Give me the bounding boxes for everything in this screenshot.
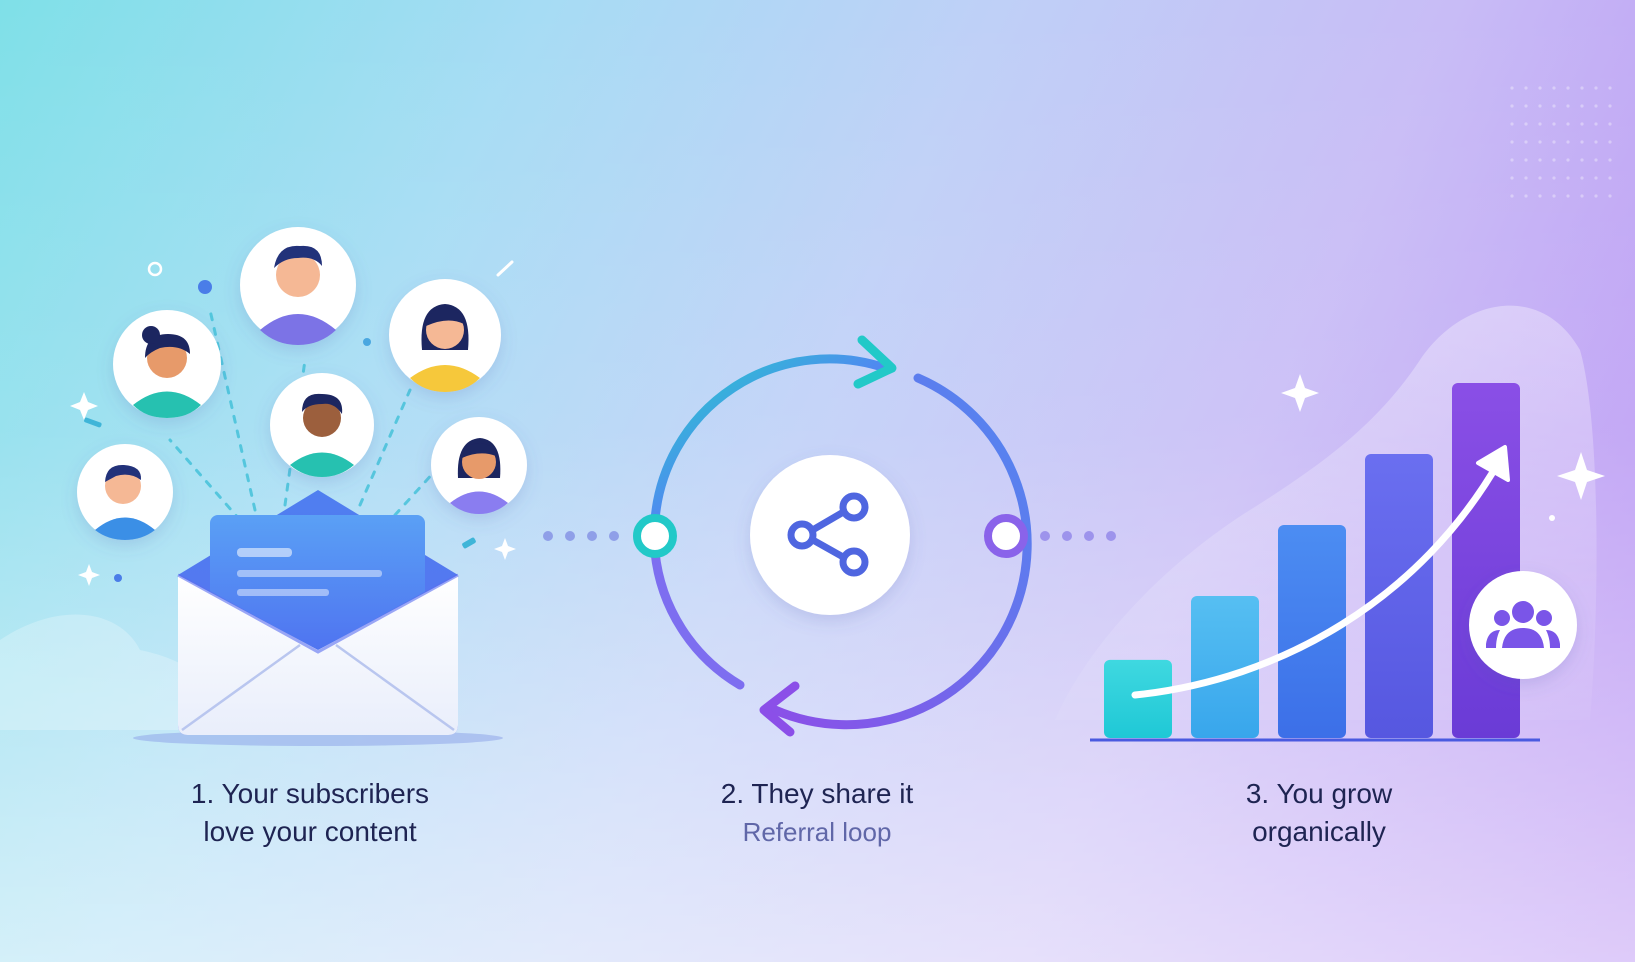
grid-dot	[1566, 176, 1570, 180]
grid-dot	[1524, 140, 1528, 144]
grid-dot	[1566, 158, 1570, 162]
step1-caption: 1. Your subscribers love your content	[100, 775, 520, 851]
grid-dot	[1594, 86, 1598, 90]
grid-dot	[1538, 194, 1542, 198]
grid-dot	[1580, 194, 1584, 198]
grid-dot	[1594, 140, 1598, 144]
grid-dot	[1524, 176, 1528, 180]
subscriber-avatar-icon	[270, 373, 374, 477]
grid-dot	[1524, 86, 1528, 90]
step1-illustration	[0, 227, 527, 746]
grid-dot	[1594, 158, 1598, 162]
grid-dot	[1580, 104, 1584, 108]
grid-dot	[1608, 122, 1612, 126]
grid-dot	[1552, 176, 1556, 180]
subscriber-avatar-icon	[240, 227, 356, 345]
grid-dot	[1510, 86, 1514, 90]
step2-title: 2. They share it	[720, 778, 914, 809]
step1-title-line2: love your content	[203, 816, 417, 847]
grid-dot	[1608, 104, 1612, 108]
subscriber-avatar-icon	[389, 279, 501, 392]
loop-node-right	[984, 514, 1028, 558]
grid-dot	[1510, 122, 1514, 126]
grid-dot	[1524, 194, 1528, 198]
step3-title-line1: 3. You grow	[1245, 778, 1393, 809]
grid-dot	[1538, 176, 1542, 180]
cycle-arrows-icon	[650, 335, 1032, 737]
envelope-icon	[133, 490, 503, 746]
grid-dot	[1580, 176, 1584, 180]
users-icon	[1469, 571, 1577, 679]
grid-dot	[1594, 122, 1598, 126]
grid-dot	[1538, 122, 1542, 126]
grid-dot	[1580, 122, 1584, 126]
grid-dot	[1538, 104, 1542, 108]
growth-bar-4	[1365, 454, 1433, 738]
confetti	[70, 260, 516, 586]
growth-bar-2	[1191, 596, 1259, 738]
step3-caption: 3. You grow organically	[1109, 775, 1529, 851]
grid-dot	[1510, 140, 1514, 144]
grid-dot	[1524, 122, 1528, 126]
grid-dot	[1552, 194, 1556, 198]
connector-dots-left	[543, 531, 619, 541]
grid-dot	[1580, 86, 1584, 90]
grid-dot	[1566, 194, 1570, 198]
grid-dot	[1552, 122, 1556, 126]
growth-bar-1	[1104, 659, 1172, 738]
grid-dot	[1608, 176, 1612, 180]
grid-dot	[1510, 104, 1514, 108]
grid-dot	[1552, 104, 1556, 108]
grid-dot	[1524, 104, 1528, 108]
grid-dot	[1524, 158, 1528, 162]
connector-dots-right	[1040, 531, 1116, 541]
step1-title-line1: 1. Your subscribers	[190, 778, 430, 809]
loop-node-left	[633, 514, 677, 558]
subscriber-avatar-icon	[113, 310, 221, 418]
grid-dot	[1538, 86, 1542, 90]
grid-dot	[1594, 104, 1598, 108]
grid-dot	[1510, 158, 1514, 162]
step2-caption: 2. They share it Referral loop	[607, 775, 1027, 851]
grid-dot	[1608, 140, 1612, 144]
step3-illustration	[1055, 86, 1612, 742]
grid-dot	[1566, 104, 1570, 108]
grid-dot	[1594, 176, 1598, 180]
growth-arrow-icon	[1131, 445, 1510, 699]
grid-dot	[1608, 194, 1612, 198]
subscriber-avatar-icon	[77, 444, 173, 540]
growth-bar-3	[1278, 525, 1346, 738]
grid-dot	[1552, 140, 1556, 144]
subscriber-avatar-icon	[431, 417, 527, 514]
growth-bar-5	[1452, 383, 1520, 738]
grid-dot	[1510, 194, 1514, 198]
grid-dot	[1538, 158, 1542, 162]
grid-dot	[1608, 158, 1612, 162]
grid-dot	[1538, 140, 1542, 144]
dot-grid	[1510, 86, 1612, 198]
share-icon	[750, 455, 910, 615]
bar-chart-icon	[1104, 383, 1520, 738]
grid-dot	[1580, 140, 1584, 144]
grid-dot	[1566, 122, 1570, 126]
grid-dot	[1594, 194, 1598, 198]
step3-title-line2: organically	[1252, 816, 1386, 847]
grid-dot	[1566, 140, 1570, 144]
grid-dot	[1552, 86, 1556, 90]
grid-dot	[1566, 86, 1570, 90]
grid-dot	[1510, 176, 1514, 180]
step2-subtitle: Referral loop	[742, 817, 892, 847]
grid-dot	[1580, 158, 1584, 162]
step2-illustration	[633, 335, 1032, 737]
grid-dot	[1608, 86, 1612, 90]
grid-dot	[1552, 158, 1556, 162]
